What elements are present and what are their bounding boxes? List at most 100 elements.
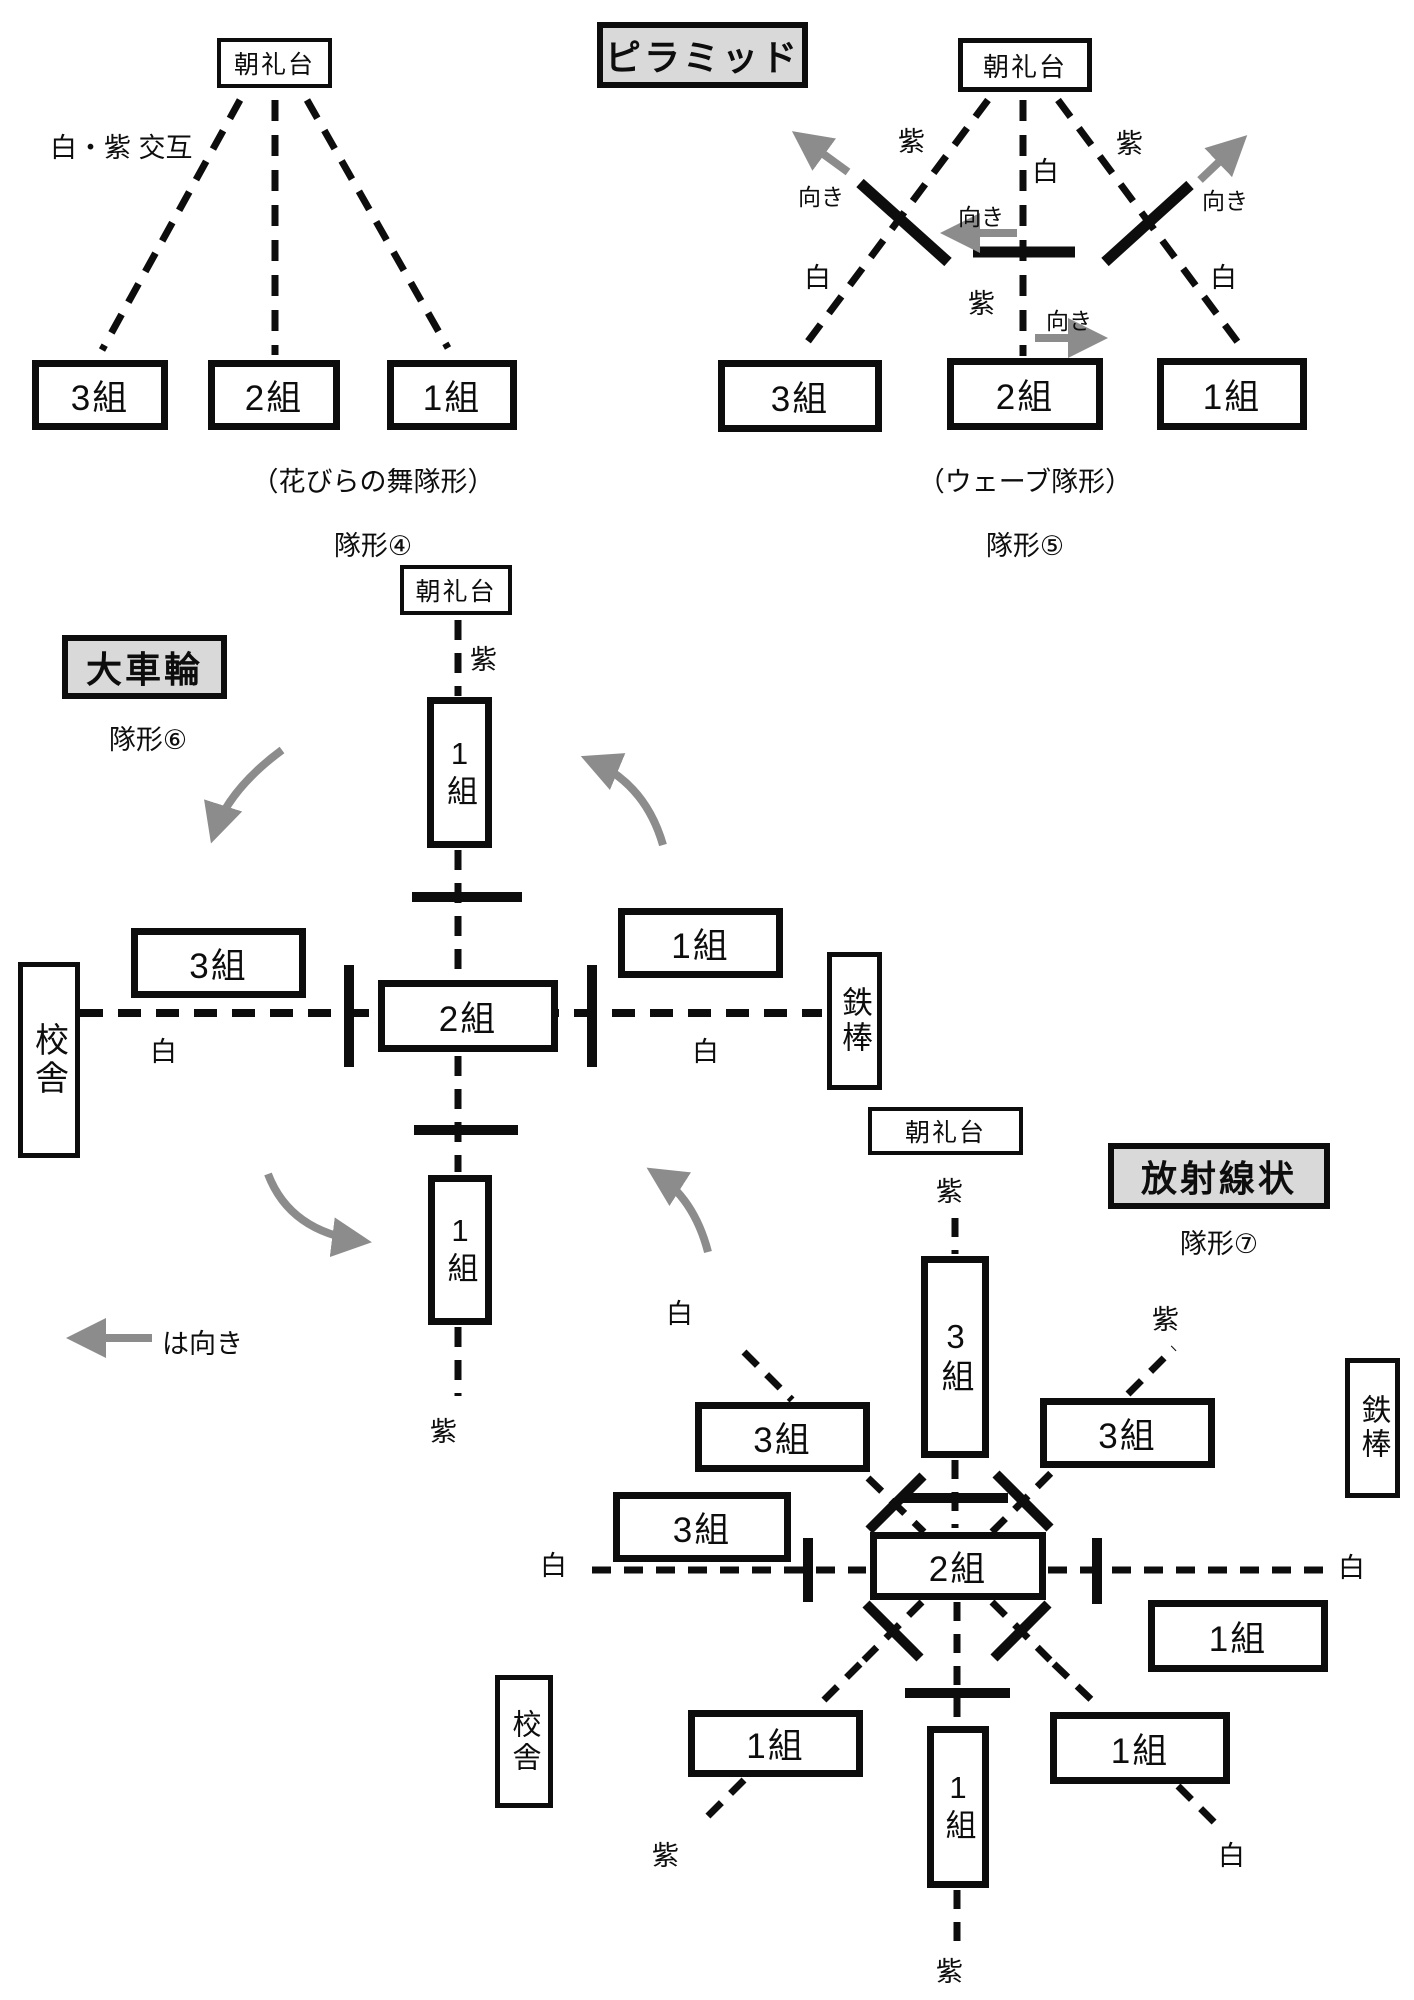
podium-box-f6: 朝礼台: [400, 565, 512, 615]
f6-iron-bar-box: 鉄棒: [827, 952, 882, 1090]
f4-color-note: 白・紫 交互: [50, 133, 193, 163]
f5-class-box-1: 1組: [1157, 358, 1307, 430]
f5-class-box-3: 3組: [718, 360, 882, 432]
white-label: 白: [804, 263, 831, 293]
purple-label: 紫: [936, 1177, 963, 1207]
podium-label: 朝礼台: [415, 578, 497, 606]
f7-class-box-1-southwest: 1組: [688, 1710, 863, 1777]
purple-label: 紫: [1152, 1305, 1179, 1335]
f7-class-box-1-southeast: 1組: [1050, 1712, 1230, 1784]
f6-class-box-1-top: 1組: [427, 697, 492, 848]
iron-bar-label: 鉄棒: [837, 986, 872, 1056]
class-label: 3組: [672, 1510, 732, 1550]
big-wheel-title-box: 大車輪: [62, 635, 227, 699]
f7-dashed-se3: [1175, 1783, 1223, 1831]
class-label: 1組: [746, 1727, 805, 1766]
podium-label: 朝礼台: [233, 51, 315, 79]
podium-label: 朝礼台: [904, 1119, 986, 1147]
f7-formation-number: 隊形⑦: [1179, 1229, 1259, 1259]
f4-class-box-3: 3組: [32, 360, 168, 430]
f4-class-box-1: 1組: [387, 360, 517, 430]
f5-dashed-path-left: [797, 97, 991, 355]
class-label: 1組: [1208, 1619, 1268, 1659]
white-label: 白: [666, 1299, 693, 1329]
f7-cross-bar-nw: [865, 1472, 927, 1534]
class-label: 3組: [70, 378, 130, 418]
f5-cross-bar-left: [856, 178, 952, 267]
white-label: 白: [1210, 263, 1237, 293]
f6-class-box-1-bottom: 1組: [428, 1175, 492, 1325]
podium-box-f7: 朝礼台: [868, 1107, 1023, 1155]
class-label: 3組: [937, 1318, 974, 1396]
f7-cross-bar-ne: [992, 1470, 1054, 1532]
f5-formation-number: 隊形⑤: [985, 531, 1065, 561]
podium-box-f5: 朝礼台: [958, 38, 1092, 92]
legend-text: は向き: [162, 1329, 243, 1359]
f5-caption: （ウェーブ隊形）: [917, 467, 1133, 497]
f5-cross-bar-right: [1101, 180, 1194, 267]
purple-label: 紫: [968, 289, 995, 319]
f7-cross-bar-sw: [862, 1600, 924, 1662]
purple-label: 紫: [936, 1957, 963, 1987]
rotation-arc-bottom-right-icon: [646, 1167, 712, 1254]
class-label: 1組: [1202, 377, 1262, 417]
f4-class-box-2: 2組: [208, 360, 340, 430]
f7-iron-bar-box: 鉄棒: [1345, 1358, 1400, 1498]
school-building-label: 校舎: [508, 1708, 540, 1775]
purple-label: 紫: [898, 127, 925, 157]
pyramid-title-box: ピラミッド: [597, 22, 808, 88]
f6-class-box-2-center: 2組: [378, 980, 558, 1052]
f7-class-box-3-northeast: 3組: [1040, 1398, 1215, 1468]
rotation-arc-bottom-left-icon: [264, 1172, 372, 1258]
class-label: 2組: [438, 999, 498, 1039]
f4-formation-number: 隊形④: [333, 531, 413, 561]
f7-cross-bar-se: [990, 1600, 1052, 1662]
f5-class-box-2: 2組: [947, 358, 1103, 430]
class-label: 2組: [995, 377, 1055, 417]
class-label: 3組: [770, 379, 830, 419]
direction-arrow-up-right-icon: [1197, 135, 1248, 183]
pyramid-title: ピラミッド: [604, 37, 800, 78]
f4-caption: （花びらの舞隊形）: [251, 467, 495, 497]
podium-label: 朝礼台: [982, 51, 1067, 82]
f7-class-box-3-northwest: 3組: [695, 1402, 870, 1472]
purple-label: 紫: [1116, 129, 1143, 159]
podium-box-f4: 朝礼台: [217, 38, 332, 88]
direction-label: 向き: [958, 204, 1004, 230]
rotation-arc-top-left-icon: [204, 746, 285, 844]
f7-dashed-sw3: [697, 1777, 747, 1827]
class-label: 1組: [442, 1213, 478, 1287]
purple-label: 紫: [470, 645, 497, 675]
f7-class-box-3-north: 3組: [921, 1256, 989, 1458]
big-wheel-title: 大車輪: [85, 649, 203, 690]
iron-bar-label: 鉄棒: [1356, 1394, 1390, 1462]
purple-label: 紫: [430, 1417, 457, 1447]
white-label: 白: [1338, 1553, 1365, 1583]
white-label: 白: [540, 1551, 567, 1581]
class-label: 1組: [671, 926, 730, 966]
white-label: 白: [1032, 157, 1059, 187]
f6-class-box-3: 3組: [131, 928, 306, 998]
white-label: 白: [692, 1037, 719, 1067]
white-label: 白: [1218, 1841, 1245, 1871]
f4-dashed-path-right: [303, 98, 452, 350]
class-label: 3組: [189, 946, 248, 986]
white-label: 白: [150, 1037, 177, 1067]
f7-class-box-1-south: 1組: [927, 1726, 989, 1888]
radial-title-box: 放射線状: [1108, 1143, 1330, 1209]
f7-dashed-ne1: [1125, 1345, 1177, 1397]
f4-dashed-path-left: [98, 98, 244, 352]
f7-school-building-box: 校舎: [495, 1675, 553, 1808]
f6-formation-number: 隊形⑥: [108, 725, 188, 755]
direction-arrow-up-left-icon: [791, 131, 851, 176]
rotation-arc-top-right-icon: [580, 753, 667, 847]
direction-label: 向き: [798, 184, 844, 210]
direction-label: 向き: [1046, 308, 1092, 334]
class-label: 2組: [244, 378, 304, 418]
school-building-label: 校舎: [29, 1022, 68, 1098]
f7-dashed-se2: [1051, 1661, 1103, 1711]
class-label: 1組: [940, 1770, 976, 1844]
class-label: 1組: [422, 378, 482, 418]
